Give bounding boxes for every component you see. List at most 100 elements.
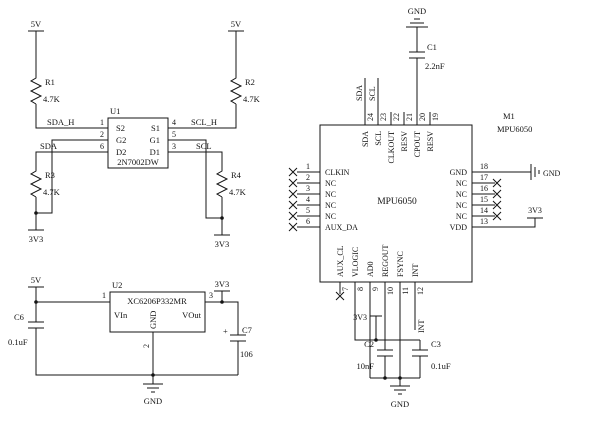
- mpu-bottom-pin-name: AUX_CL: [336, 245, 345, 277]
- gnd-symbol-top: [406, 18, 428, 28]
- c7-plus: +: [223, 326, 228, 336]
- power-5v-label: 5V: [231, 19, 242, 29]
- junction-dot: [34, 300, 38, 304]
- junction-dot: [151, 373, 155, 377]
- mpu-right-pin-number: 14: [480, 206, 488, 215]
- power-3v3-label: 3V3: [29, 234, 44, 244]
- c6-ref: C6: [14, 312, 24, 322]
- mpu-right-pin-name: VDD: [450, 223, 468, 232]
- c6-value: 0.1uF: [8, 337, 28, 347]
- u1-pin-number-3: 3: [172, 142, 176, 151]
- mpu-bottom-pin-name: REGOUT: [381, 244, 390, 277]
- junction-dot: [398, 376, 402, 380]
- mpu-bottom-pin-number: 12: [416, 287, 425, 295]
- mpu-bottom-pin-name: FSYNC: [396, 251, 405, 277]
- mpu-left-pin-name: NC: [325, 212, 336, 221]
- power-3v3-label: 3V3: [215, 279, 230, 289]
- r4-ref: R4: [231, 170, 242, 180]
- level-shifter-section: 5V 5V R1 4.7K R2 4.7K R3 4.7K R4 4.7K SD…: [29, 19, 261, 249]
- resistor-r1-symbol: [29, 75, 43, 105]
- mpu-bottom-pin-name: AD0: [366, 261, 375, 277]
- no-connect-marks: [288, 167, 502, 301]
- u2-pin-number-3: 3: [209, 291, 213, 300]
- mpu-bottom-pin-number: 7: [341, 287, 350, 291]
- c7-symbol: [230, 334, 246, 342]
- mpu-bottom-pin-number: 11: [401, 287, 410, 295]
- c3-ref: C3: [431, 339, 441, 349]
- net-label-int: INT: [417, 320, 426, 333]
- u1-pin-g1: G1: [150, 135, 160, 145]
- c7-ref: C7: [242, 325, 252, 335]
- junction-dot: [383, 376, 387, 380]
- r4-value: 4.7K: [229, 187, 247, 197]
- u1-pin-number-2: 2: [100, 130, 104, 139]
- gnd-label: GND: [144, 396, 162, 406]
- mpu-left-pin-number: 2: [306, 173, 310, 182]
- mpu-left-pin-number: 3: [306, 184, 310, 193]
- mpu-bottom-pin-name: VLOGIC: [351, 247, 360, 277]
- c1-value: 2.2nF: [425, 61, 445, 71]
- mpu-body: [319, 124, 473, 283]
- c1-symbol: [409, 51, 425, 59]
- r1-value: 4.7K: [43, 94, 61, 104]
- r2-value: 4.7K: [243, 94, 261, 104]
- u1-pin-s2: S2: [116, 123, 125, 133]
- u2-ref: U2: [112, 280, 122, 290]
- mpu-top-pin-number: 19: [431, 113, 440, 121]
- mpu-left-pin-name: AUX_DA: [325, 223, 358, 232]
- mpu-left-pin-name: NC: [325, 179, 336, 188]
- u1-pin-number-4: 4: [172, 118, 176, 127]
- u2-pin-number-2: 2: [142, 344, 151, 348]
- mpu-top-pin-number: 24: [366, 113, 375, 121]
- mpu-right-pin-number: 13: [480, 217, 488, 226]
- power-3v3-label: 3V3: [215, 239, 230, 249]
- mpu-left-pin-number: 4: [306, 195, 310, 204]
- mpu-top-pin-name: SCL: [374, 131, 383, 146]
- u2-pin-vout: VOut: [182, 310, 202, 320]
- net-label-scl-h: SCL_H: [191, 117, 217, 127]
- mpu-inner-label: MPU6050: [377, 197, 417, 207]
- u1-pin-d2: D2: [116, 147, 126, 157]
- mpu-right-pin-number: 17: [480, 173, 488, 182]
- mpu-top-pin-name: CLKOUT: [387, 131, 396, 164]
- mpu-right-pin-number: 18: [480, 162, 488, 171]
- mpu-top-pin-name: SDA: [361, 131, 370, 147]
- junction-dot: [220, 216, 224, 220]
- gnd-label: GND: [408, 6, 426, 16]
- mpu-left-pin-number: 5: [306, 206, 310, 215]
- r2-ref: R2: [245, 77, 255, 87]
- resistor-r2-symbol: [229, 75, 243, 105]
- u1-part-number: 2N7002DW: [117, 157, 159, 167]
- c6-symbol: [28, 321, 44, 329]
- wires: [297, 27, 536, 379]
- mpu-ref: M1: [503, 111, 515, 121]
- u2-body: [109, 291, 206, 333]
- power-3v3-label: 3V3: [528, 206, 542, 215]
- mpu-right-pin-number: 16: [480, 184, 488, 193]
- mpu-left-pin-number: 1: [306, 162, 310, 171]
- u1-pin-d1: D1: [150, 147, 160, 157]
- u2-pin-number-1: 1: [102, 291, 106, 300]
- mpu-top-pin-name: RESV: [400, 131, 409, 152]
- power-5v-label: 5V: [31, 19, 42, 29]
- resistor-r4-symbol: [215, 168, 229, 198]
- gnd-label: GND: [391, 399, 409, 409]
- gnd-label: GND: [543, 169, 561, 178]
- r3-ref: R3: [45, 170, 55, 180]
- mpu-part-number: MPU6050: [497, 124, 532, 134]
- net-label-sda-h: SDA_H: [47, 117, 74, 127]
- junction-dot: [34, 211, 38, 215]
- gnd-symbol: [143, 375, 163, 393]
- mpu-bottom-pin-number: 8: [356, 287, 365, 291]
- mpu-top-pin-number: 21: [405, 113, 414, 121]
- gnd-symbol-bottom: [390, 378, 410, 395]
- u2-pin-vin: VIn: [114, 310, 128, 320]
- u1-pin-g2: G2: [116, 135, 126, 145]
- mpu-right-pin-name: NC: [456, 190, 467, 199]
- r1-ref: R1: [45, 77, 55, 87]
- junction-dot: [220, 300, 224, 304]
- mpu-top-pin-number: 20: [418, 113, 427, 121]
- mpu-top-pin-number: 23: [379, 113, 388, 121]
